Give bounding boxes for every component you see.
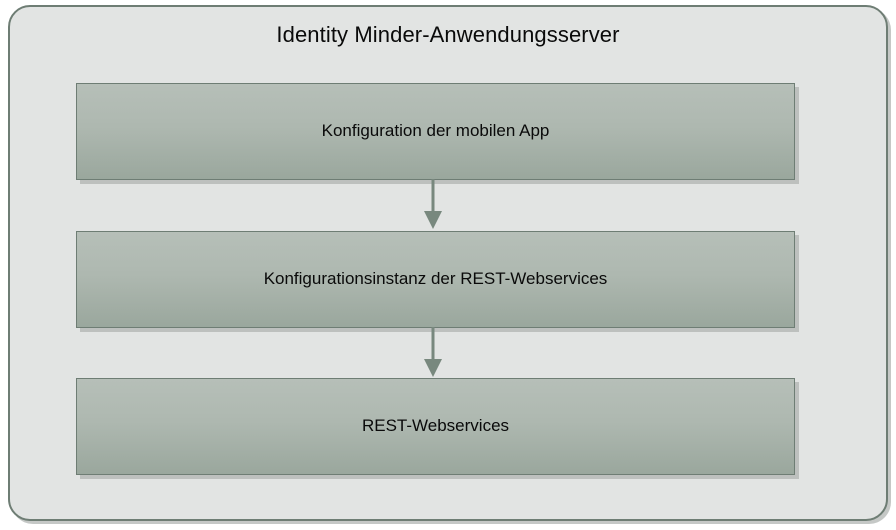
container-title: Identity Minder-Anwendungsserver xyxy=(276,22,620,47)
node-label: Konfiguration der mobilen App xyxy=(321,121,550,141)
process-node-stack: Konfiguration der mobilen App Konfigurat… xyxy=(68,78,798,478)
node-label: REST-Webservices xyxy=(361,416,510,436)
arrow-down-icon xyxy=(420,179,446,231)
arrow-down-icon xyxy=(420,327,446,379)
node-box-konfiguration-mobile-app[interactable]: Konfiguration der mobilen App xyxy=(76,83,795,180)
application-server-container: Identity Minder-Anwendungsserver Konfigu… xyxy=(8,5,888,521)
node-box-rest-webservices[interactable]: REST-Webservices xyxy=(76,378,795,475)
node-box-konfigurationsinstanz-rest-webservices[interactable]: Konfigurationsinstanz der REST-Webservic… xyxy=(76,231,795,328)
node-label: Konfigurationsinstanz der REST-Webservic… xyxy=(263,269,608,289)
